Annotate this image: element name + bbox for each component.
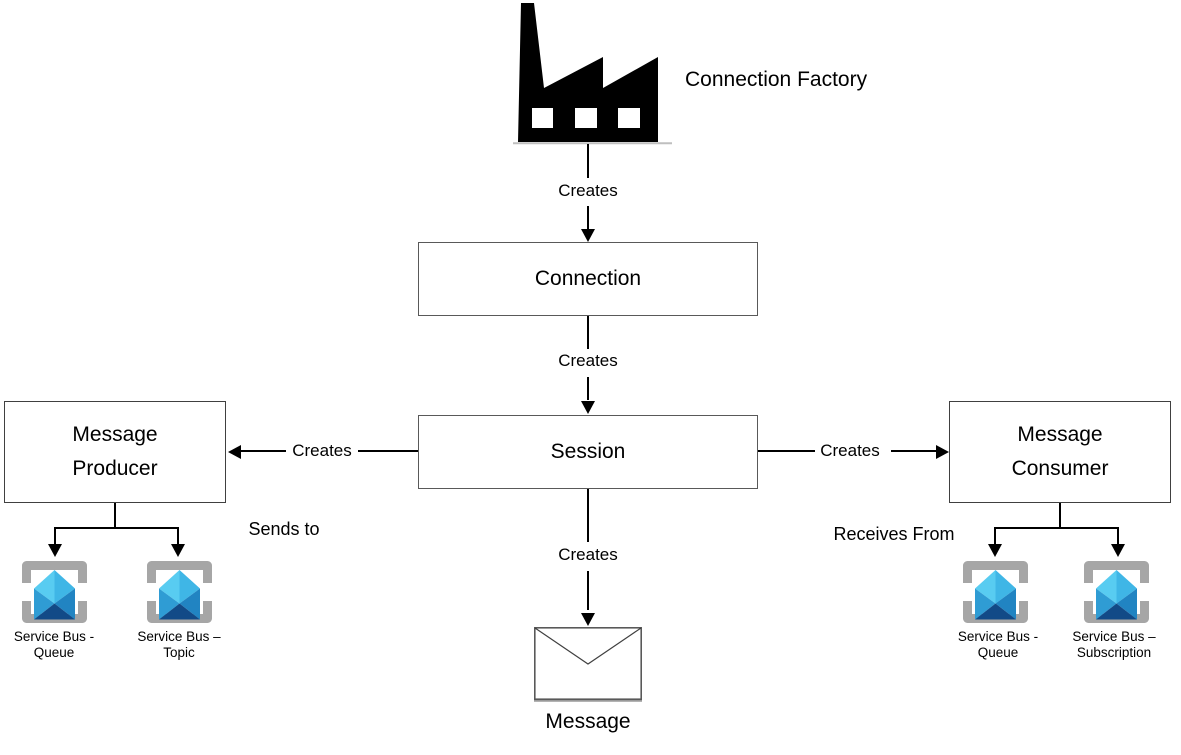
connector-line	[114, 503, 116, 528]
arrowhead-right-icon	[936, 445, 949, 459]
creates-edge-label: Creates	[817, 441, 883, 461]
connector-line	[758, 450, 815, 452]
arrowhead-down-icon	[581, 613, 595, 626]
service-bus-topic-icon	[147, 561, 212, 623]
message-envelope-icon	[534, 627, 642, 702]
creates-edge-label: Creates	[289, 441, 355, 461]
service-bus-label-line1: Service Bus -	[13, 629, 95, 644]
creates-edge-label: Creates	[555, 545, 621, 565]
service-bus-label-line2: Queue	[977, 645, 1019, 661]
connector-line	[1117, 527, 1119, 544]
arrowhead-down-icon	[171, 544, 185, 557]
service-bus-queue-icon	[22, 561, 87, 623]
message-consumer-label: Message Consumer	[1011, 423, 1109, 480]
creates-edge-label: Creates	[555, 351, 621, 371]
service-bus-label-line1: Service Bus –	[137, 629, 221, 644]
connector-line	[587, 377, 589, 400]
service-bus-label-line2: Topic	[163, 645, 195, 661]
connector-line	[587, 571, 589, 610]
service-bus-subscription-icon	[1084, 561, 1149, 623]
arrowhead-down-icon	[581, 401, 595, 414]
session-node-label: Session	[550, 440, 626, 464]
service-bus-label-line2: Queue	[33, 645, 75, 661]
service-bus-topic-label: Service Bus – Topic	[137, 629, 220, 661]
message-label: Message	[545, 710, 631, 733]
connector-line	[358, 450, 418, 452]
message-producer-node: Message Producer	[4, 401, 226, 503]
connector-line	[587, 144, 589, 178]
connector-line	[994, 527, 1118, 529]
connector-line	[177, 527, 179, 544]
connection-node: Connection	[418, 242, 758, 316]
connector-line	[587, 316, 589, 349]
connector-line	[1059, 503, 1061, 528]
arrowhead-down-icon	[988, 544, 1002, 557]
message-producer-label: Message Producer	[72, 423, 158, 480]
service-bus-label-line1: Service Bus –	[1072, 629, 1156, 644]
connection-node-label: Connection	[534, 267, 642, 291]
connector-line	[891, 450, 936, 452]
arrowhead-down-icon	[1111, 544, 1125, 557]
service-bus-label-line2: Subscription	[1076, 645, 1152, 661]
service-bus-queue-icon	[963, 561, 1028, 623]
service-bus-queue-label: Service Bus - Queue	[958, 629, 1038, 661]
service-bus-subscription-label: Service Bus – Subscription	[1072, 629, 1155, 661]
session-node: Session	[418, 415, 758, 489]
connector-line	[994, 527, 996, 544]
connector-line	[587, 489, 589, 542]
sends-to-label: Sends to	[248, 519, 320, 539]
message-consumer-node: Message Consumer	[949, 401, 1171, 503]
arrowhead-down-icon	[48, 544, 62, 557]
connector-line	[587, 206, 589, 230]
factory-icon	[513, 3, 672, 145]
arrowhead-left-icon	[228, 445, 241, 459]
arrowhead-down-icon	[581, 229, 595, 242]
service-bus-queue-label: Service Bus - Queue	[14, 629, 94, 661]
connector-line	[54, 527, 56, 544]
creates-edge-label: Creates	[555, 181, 621, 201]
receives-from-label: Receives From	[833, 524, 955, 544]
connector-line	[54, 527, 178, 529]
connection-factory-label: Connection Factory	[685, 68, 868, 91]
service-bus-label-line1: Service Bus -	[957, 629, 1039, 644]
connector-line	[241, 450, 286, 452]
